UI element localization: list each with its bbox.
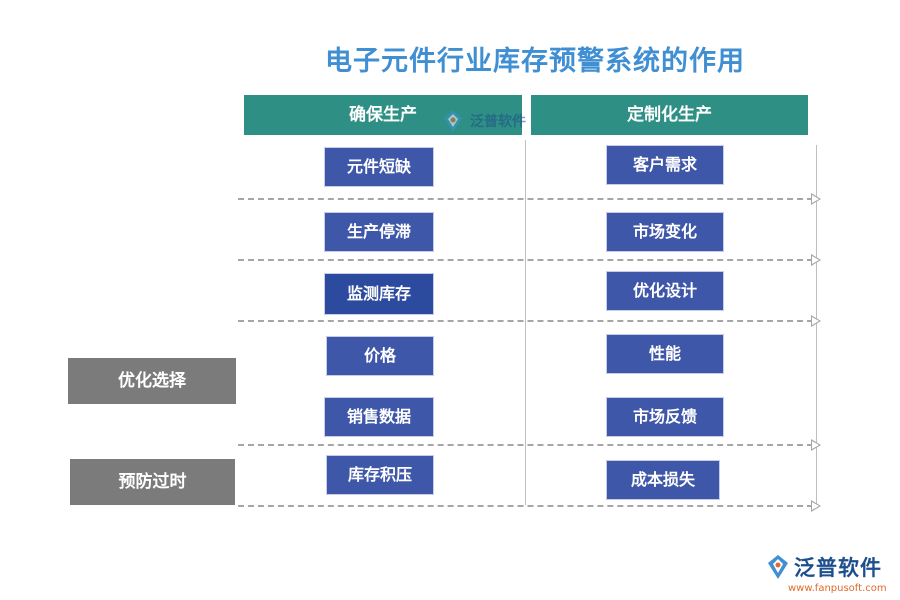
header-left: 确保生产 [244,95,522,135]
dashed-arrow-3 [238,320,813,322]
right-box-4: 性能 [606,334,724,374]
left-box-2: 生产停滞 [324,212,434,252]
right-box-6: 成本损失 [606,460,720,500]
arrow-head-5 [811,500,821,512]
arrow-head-3 [811,315,821,327]
left-box-6: 库存积压 [326,455,434,495]
watermark: 泛普软件 [440,107,526,135]
right-box-5: 市场反馈 [606,397,724,437]
dashed-arrow-5 [238,505,813,507]
side-label-prevent: 预防过时 [70,459,235,505]
brand-logo: 泛普软件 www.fanpusoft.com [766,552,894,596]
fanpu-brand-icon [768,555,788,579]
dashed-arrow-4 [238,444,813,446]
left-box-4: 价格 [326,336,434,376]
right-box-2: 市场变化 [606,212,724,252]
dashed-arrow-2 [238,259,813,261]
arrow-head-4 [811,439,821,451]
diagram-title: 电子元件行业库存预警系统的作用 [325,46,745,77]
right-box-3: 优化设计 [606,271,724,311]
arrow-head-1 [811,193,821,205]
dashed-arrow-1 [238,198,813,200]
side-label-optimize: 优化选择 [68,358,236,404]
header-right: 定制化生产 [531,95,808,135]
left-box-1: 元件短缺 [324,147,434,187]
left-box-5: 销售数据 [324,397,434,437]
watermark-text: 泛普软件 [470,114,526,130]
fanpu-logo-icon [444,110,462,132]
logo-url: www.fanpusoft.com [788,583,887,594]
arrow-head-2 [811,254,821,266]
center-divider [525,140,526,505]
left-box-3: 监测库存 [324,273,434,315]
logo-text: 泛普软件 [794,556,882,580]
right-box-1: 客户需求 [606,145,724,185]
